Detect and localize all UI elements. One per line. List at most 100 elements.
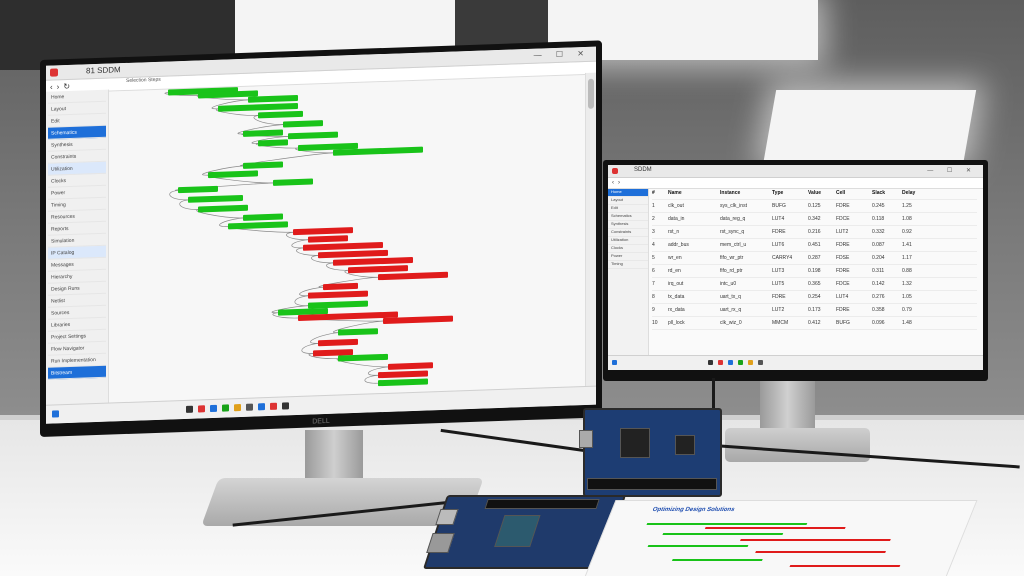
schematic-node-ok[interactable] bbox=[258, 139, 288, 147]
taskbar-app-icon[interactable] bbox=[198, 405, 205, 413]
table-cell: LUT6 bbox=[772, 242, 785, 248]
table-cell: 10 bbox=[652, 320, 658, 326]
schematic-wire bbox=[311, 254, 334, 264]
table-cell: intc_u0 bbox=[720, 281, 737, 287]
table-cell: mem_ctrl_u bbox=[720, 242, 747, 248]
tool-caption: Selection Steps bbox=[126, 76, 161, 84]
start-icon[interactable] bbox=[52, 410, 59, 418]
title-bar: SDDM — ☐ ✕ bbox=[608, 165, 983, 178]
window-controls[interactable]: — ☐ ✕ bbox=[927, 168, 977, 174]
sidebar-item[interactable]: Synthesis bbox=[608, 221, 648, 229]
table-cell: 8 bbox=[652, 294, 655, 300]
taskbar-app-icon[interactable] bbox=[738, 360, 743, 365]
table-cell: pll_lock bbox=[668, 320, 685, 326]
back-icon[interactable]: ‹ bbox=[50, 82, 53, 92]
table-cell: LUT3 bbox=[772, 268, 785, 274]
diagram-line bbox=[671, 559, 763, 561]
table-cell: LUT5 bbox=[772, 281, 785, 287]
table-cell: 0.087 bbox=[872, 242, 885, 248]
sidebar-item[interactable]: Utilization bbox=[608, 237, 648, 245]
table-cell: 0.287 bbox=[808, 255, 821, 261]
schematic-wire bbox=[364, 374, 383, 384]
table-cell: CARRY4 bbox=[772, 255, 793, 261]
taskbar-app-icon[interactable] bbox=[210, 404, 217, 413]
taskbar-app-icon[interactable] bbox=[718, 360, 723, 365]
port bbox=[579, 430, 593, 448]
memory-chip bbox=[675, 435, 695, 455]
forward-icon[interactable]: › bbox=[618, 180, 620, 186]
table-cell: 0.365 bbox=[808, 281, 821, 287]
refresh-icon[interactable]: ↻ bbox=[63, 81, 71, 91]
schematic-wire bbox=[294, 295, 313, 306]
schematic-canvas[interactable] bbox=[108, 73, 584, 404]
scrollbar-thumb[interactable] bbox=[588, 78, 594, 109]
sidebar-item[interactable]: Bitstream bbox=[48, 365, 106, 380]
sidebar-item[interactable]: Home bbox=[608, 189, 648, 197]
taskbar-app-icon[interactable] bbox=[234, 403, 241, 412]
taskbar-app-icon[interactable] bbox=[758, 360, 763, 365]
sidebar-item[interactable]: Edit bbox=[608, 205, 648, 213]
forward-icon[interactable]: › bbox=[56, 81, 60, 91]
fpga-board bbox=[579, 408, 722, 497]
column-header: Type bbox=[772, 190, 784, 196]
schematic-wire bbox=[169, 189, 189, 201]
taskbar-app-icon[interactable] bbox=[270, 402, 277, 410]
taskbar-app-icon[interactable] bbox=[222, 404, 229, 412]
sidebar-item[interactable]: Clocks bbox=[608, 245, 648, 253]
vertical-scrollbar[interactable] bbox=[585, 72, 596, 387]
window-title: SDDM bbox=[634, 167, 652, 173]
column-header: # bbox=[652, 190, 655, 196]
table-cell: LUT2 bbox=[836, 229, 849, 235]
start-icon[interactable] bbox=[612, 360, 617, 365]
table-cell: 1.25 bbox=[902, 203, 912, 209]
sidebar-item[interactable]: Constraints bbox=[608, 229, 648, 237]
ethernet-port bbox=[426, 533, 455, 553]
diagram-line bbox=[646, 523, 808, 525]
table-cell: 0.204 bbox=[872, 255, 885, 261]
taskbar-app-icon[interactable] bbox=[186, 405, 193, 413]
taskbar-app-icon[interactable] bbox=[282, 402, 289, 410]
schematic-wire bbox=[301, 342, 323, 354]
sidebar-item[interactable]: Schematics bbox=[608, 213, 648, 221]
table-cell: data_in bbox=[668, 216, 685, 222]
schematic-wire bbox=[326, 262, 349, 271]
sidebar-item[interactable]: Timing bbox=[608, 261, 648, 269]
back-icon[interactable]: ‹ bbox=[612, 180, 614, 186]
schematic-node-error[interactable] bbox=[323, 282, 358, 291]
table-cell: 1.32 bbox=[902, 281, 912, 287]
table-cell: 5 bbox=[652, 255, 655, 261]
window-controls[interactable]: — ☐ ✕ bbox=[533, 48, 590, 60]
table-cell: 0.142 bbox=[872, 281, 885, 287]
taskbar-app-icon[interactable] bbox=[258, 403, 265, 411]
diagram-line bbox=[704, 527, 846, 529]
table-cell: clk_out bbox=[668, 203, 684, 209]
table-cell: 9 bbox=[652, 307, 655, 313]
table-cell: rx_data bbox=[668, 307, 685, 313]
table-cell: clk_wiz_0 bbox=[720, 320, 742, 326]
table-cell: 4 bbox=[652, 242, 655, 248]
table-cell: 3 bbox=[652, 229, 655, 235]
sidebar-item[interactable]: Power bbox=[608, 253, 648, 261]
project-title: 81 SDDM bbox=[86, 65, 121, 76]
table-cell: FDRE bbox=[836, 307, 850, 313]
diagram-line bbox=[740, 539, 891, 541]
cable bbox=[712, 378, 715, 418]
taskbar-app-icon[interactable] bbox=[728, 360, 733, 365]
sidebar-item[interactable]: Layout bbox=[608, 197, 648, 205]
taskbar-app-icon[interactable] bbox=[708, 360, 713, 365]
taskbar-app-icon[interactable] bbox=[246, 403, 253, 411]
taskbar-app-icon[interactable] bbox=[748, 360, 753, 365]
column-header: Delay bbox=[902, 190, 916, 196]
monitor-base bbox=[725, 428, 870, 462]
